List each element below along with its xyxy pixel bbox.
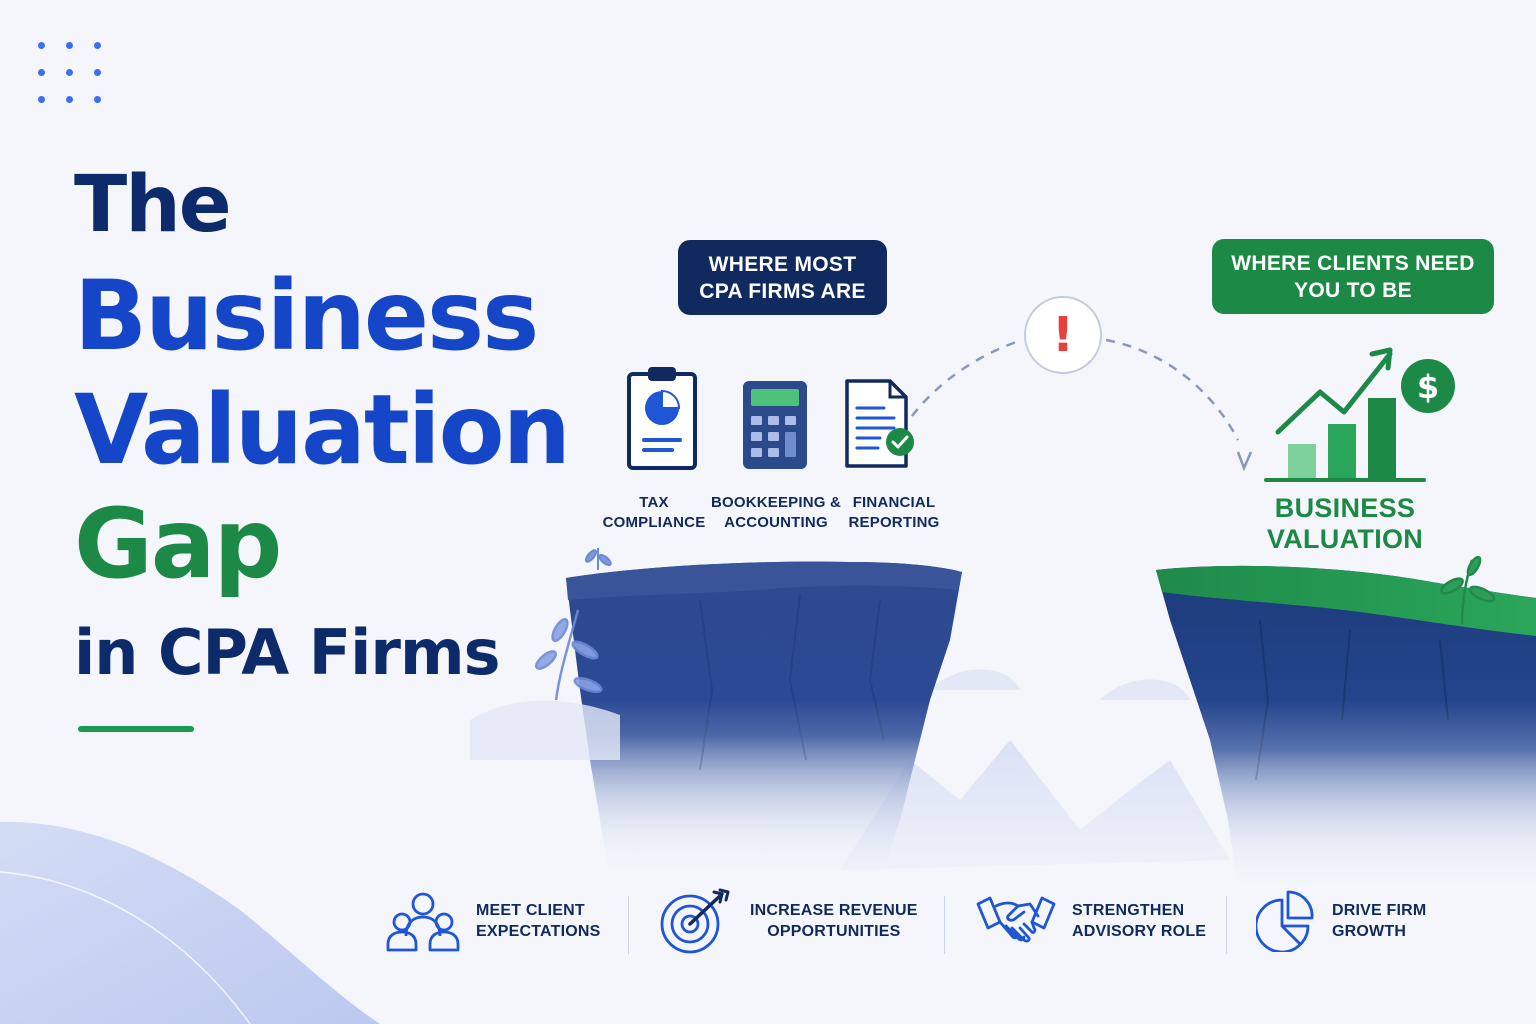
benefit-2-line1: INCREASE REVENUE xyxy=(750,902,918,919)
gap-alert-symbol: ! xyxy=(1052,307,1074,363)
service-financial-line2: REPORTING xyxy=(848,514,940,531)
service-bookkeeping-line2: ACCOUNTING xyxy=(724,514,828,531)
target-state-label: WHERE CLIENTS NEED YOU TO BE xyxy=(1212,239,1494,314)
benefit-divider xyxy=(944,896,945,954)
benefit-strengthen-advisory-role: STRENGTHEN ADVISORY ROLE xyxy=(976,886,1206,956)
title-line-valuation: Valuation xyxy=(74,374,571,486)
benefit-4-line2: GROWTH xyxy=(1332,923,1407,940)
service-financial-line1: FINANCIAL xyxy=(852,494,936,511)
title-line-business: Business xyxy=(74,260,539,372)
benefit-3-text: STRENGTHEN ADVISORY ROLE xyxy=(1072,900,1206,942)
service-tax-line1: TAX xyxy=(639,494,669,511)
benefit-1-line2: EXPECTATIONS xyxy=(476,923,601,940)
exclamation-icon: ! xyxy=(1024,296,1102,374)
current-state-label-line2: CPA FIRMS ARE xyxy=(699,279,866,303)
decorative-dot-grid xyxy=(38,42,102,103)
title-line-cpa-firms: in CPA Firms xyxy=(74,616,500,689)
handshake-icon xyxy=(976,896,1056,943)
business-valuation-line1: BUSINESS xyxy=(1274,493,1416,523)
benefit-increase-revenue-opportunities: INCREASE REVENUE OPPORTUNITIES xyxy=(660,886,918,956)
benefit-1-line1: MEET CLIENT xyxy=(476,902,585,919)
service-bookkeeping-accounting: BOOKKEEPING & ACCOUNTING xyxy=(710,493,842,533)
clipboard-chart-icon xyxy=(627,367,697,470)
title-line-the: The xyxy=(74,160,232,250)
business-valuation-line2: VALUATION xyxy=(1266,524,1424,554)
service-financial-reporting: FINANCIAL REPORTING xyxy=(842,493,946,533)
document-check-icon xyxy=(845,379,914,468)
growth-chart-dollar-icon: $ xyxy=(1264,347,1455,482)
service-tax-line2: COMPLIANCE xyxy=(602,514,706,531)
title-underline xyxy=(78,726,194,732)
benefit-1-text: MEET CLIENT EXPECTATIONS xyxy=(476,900,601,942)
current-state-label-line1: WHERE MOST xyxy=(708,252,857,276)
target-state-label-line2: YOU TO BE xyxy=(1294,278,1412,302)
benefit-meet-client-expectations: MEET CLIENT EXPECTATIONS xyxy=(386,886,601,956)
benefit-drive-firm-growth: DRIVE FIRM GROWTH xyxy=(1256,886,1426,956)
current-state-label: WHERE MOST CPA FIRMS ARE xyxy=(678,240,887,315)
benefit-2-text: INCREASE REVENUE OPPORTUNITIES xyxy=(750,900,918,942)
calculator-icon xyxy=(743,381,807,469)
target-arrow-icon xyxy=(660,888,730,954)
people-group-icon xyxy=(386,892,460,952)
business-valuation-label: BUSINESS VALUATION xyxy=(1254,493,1436,555)
benefit-4-line1: DRIVE FIRM xyxy=(1332,902,1427,919)
benefit-4-text: DRIVE FIRM GROWTH xyxy=(1332,900,1426,942)
benefit-2-line2: OPPORTUNITIES xyxy=(767,923,901,940)
benefit-3-line1: STRENGTHEN xyxy=(1072,902,1185,919)
benefit-divider xyxy=(628,896,629,954)
svg-text:$: $ xyxy=(1417,368,1439,406)
benefit-3-line2: ADVISORY ROLE xyxy=(1072,923,1207,940)
target-state-label-line1: WHERE CLIENTS NEED xyxy=(1231,251,1475,275)
pie-chart-icon xyxy=(1256,890,1314,952)
service-tax-compliance: TAX COMPLIANCE xyxy=(598,493,710,533)
service-bookkeeping-line1: BOOKKEEPING & xyxy=(710,494,842,511)
title-line-gap: Gap xyxy=(74,488,282,600)
benefit-divider xyxy=(1226,896,1227,954)
